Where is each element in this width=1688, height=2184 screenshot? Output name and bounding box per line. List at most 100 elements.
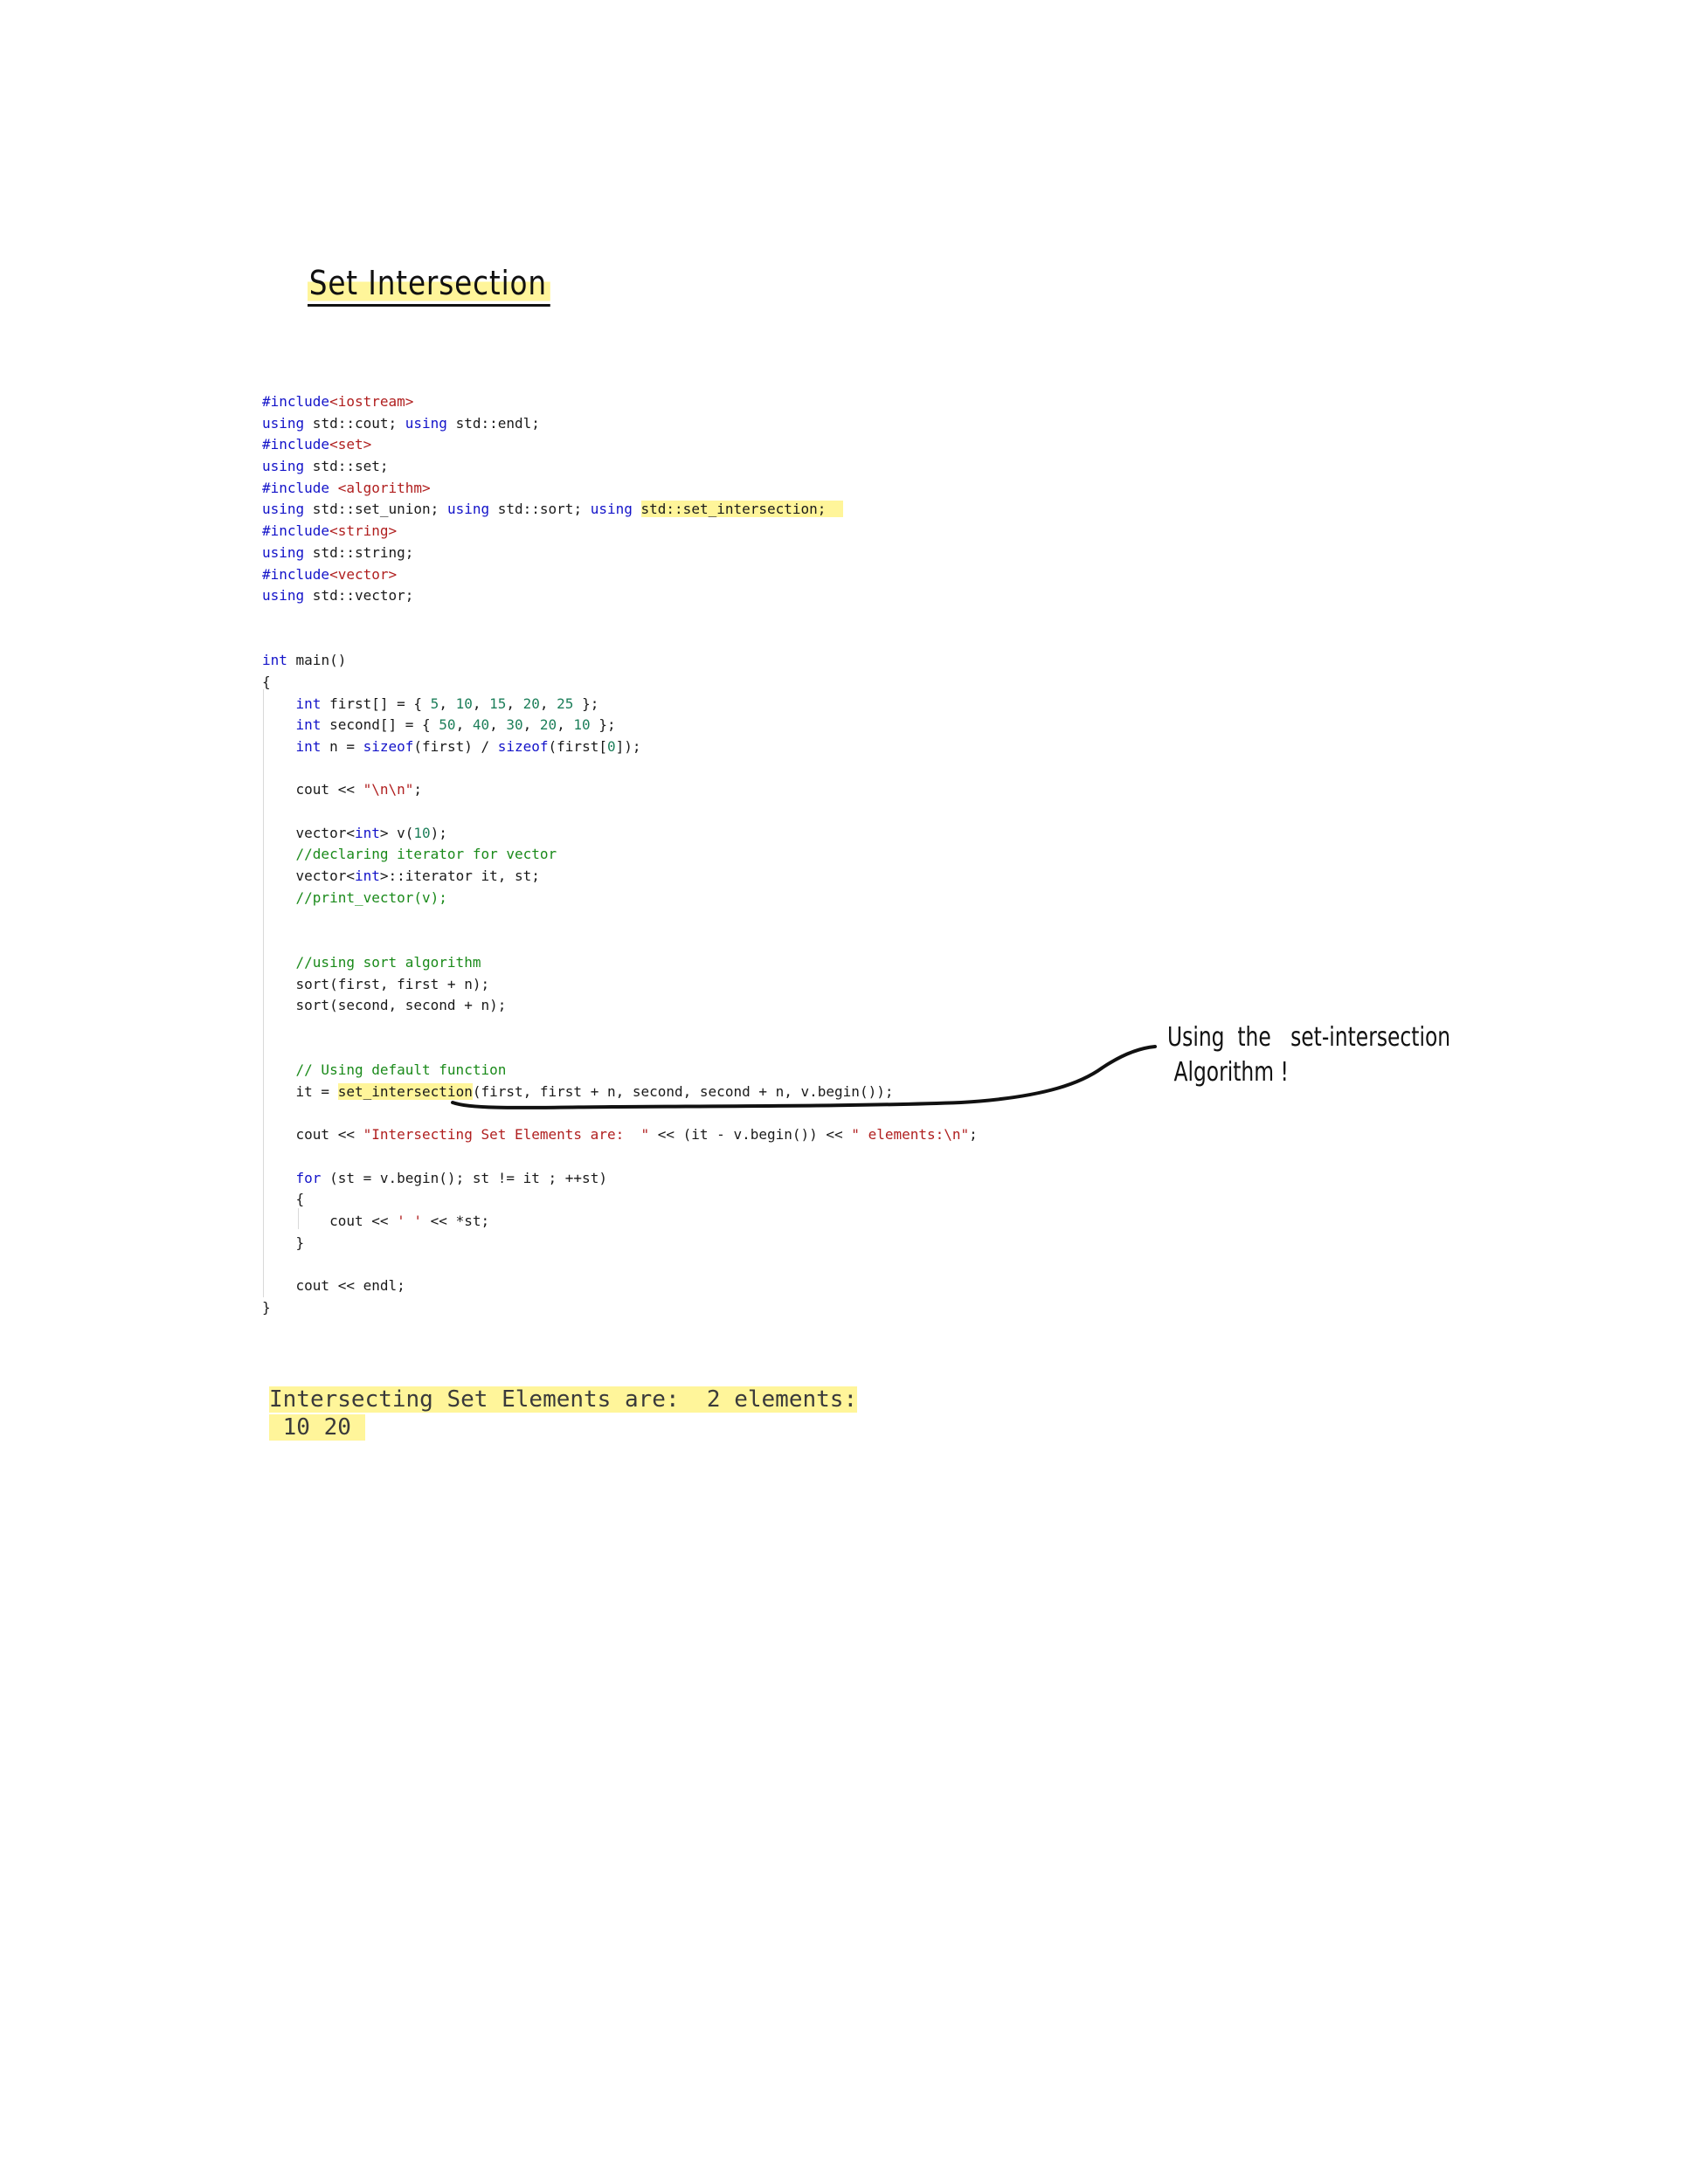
code-keyword: using <box>262 543 305 561</box>
code-text: } <box>262 1298 271 1316</box>
code-text: std::cout; <box>304 414 405 432</box>
code-number: 10 <box>573 716 591 734</box>
code-keyword: #include <box>262 479 330 496</box>
code-text: }; <box>590 716 616 734</box>
code-line: cout << ' ' << *st; <box>262 1211 978 1233</box>
code-line: } <box>262 1297 978 1319</box>
code-line: for (st = v.begin(); st != it ; ++st) <box>262 1168 978 1190</box>
code-line: #include <algorithm> <box>262 478 978 500</box>
code-string: " elements:\n" <box>851 1126 970 1144</box>
code-text: ]); <box>615 738 641 755</box>
code-string: <vector> <box>329 565 398 583</box>
code-text: , <box>489 716 507 734</box>
code-text: cout << <box>262 1213 398 1230</box>
code-line: cout << "Intersecting Set Elements are: … <box>262 1124 978 1146</box>
code-text: ; <box>969 1126 978 1144</box>
code-keyword: sizeof <box>497 738 549 755</box>
code-keyword: using <box>262 458 305 475</box>
code-keyword: #include <box>262 393 330 410</box>
code-text: , <box>539 695 557 712</box>
code-text: ); <box>430 824 447 841</box>
code-line: } <box>262 1233 978 1254</box>
code-text: cout << <box>262 1126 363 1144</box>
code-number: 20 <box>522 695 540 712</box>
code-keyword: using <box>446 501 490 518</box>
code-line: int second[] = { 50, 40, 30, 20, 10 }; <box>262 715 978 736</box>
code-text: (st = v.begin(); st != it ; ++st) <box>321 1169 607 1186</box>
code-line: using std::set_union; using std::sort; u… <box>262 499 978 521</box>
code-keyword: using <box>262 501 305 518</box>
code-number: 5 <box>430 695 439 712</box>
code-text: { <box>262 1191 305 1208</box>
code-number: 50 <box>439 716 456 734</box>
code-line: int first[] = { 5, 10, 15, 20, 25 }; <box>262 694 978 715</box>
code-text: << *st; <box>422 1213 490 1230</box>
code-string: "Intersecting Set Elements are: " <box>363 1126 650 1144</box>
code-keyword: #include <box>262 436 330 453</box>
page-title: Set Intersection <box>308 264 550 307</box>
code-keyword: #include <box>262 565 330 583</box>
code-line: #include<vector> <box>262 564 978 586</box>
code-text: , <box>557 716 574 734</box>
code-text: std::vector; <box>304 587 414 605</box>
code-text: , <box>506 695 523 712</box>
code-line: using std::set; <box>262 456 978 478</box>
indent-guide <box>298 1208 299 1229</box>
code-line: using std::cout; using std::endl; <box>262 413 978 435</box>
code-text: sort(second, second + n); <box>262 997 507 1014</box>
code-comment: //using sort algorithm <box>295 953 481 971</box>
code-line: vector<int> v(10); <box>262 823 978 845</box>
code-keyword: int <box>295 738 322 755</box>
code-comment: //declaring iterator for vector <box>295 846 557 863</box>
code-comment: //print_vector(v); <box>295 888 447 906</box>
code-text: sort(first, first + n); <box>262 975 490 992</box>
code-text: n = <box>321 738 363 755</box>
code-comment: // Using default function <box>295 1061 507 1079</box>
code-text: it = <box>262 1083 338 1100</box>
code-number: 20 <box>539 716 557 734</box>
indent-guide <box>263 689 264 1297</box>
code-text: std::set_union; <box>304 501 447 518</box>
code-line: { <box>262 672 978 694</box>
code-keyword: for <box>295 1169 322 1186</box>
code-highlight: set_intersection <box>337 1083 473 1100</box>
code-line: #include<set> <box>262 434 978 456</box>
output-line: Intersecting Set Elements are: 2 element… <box>269 1386 858 1413</box>
code-text: std::string; <box>304 543 414 561</box>
code-text: (first[ <box>548 738 607 755</box>
code-text: , <box>522 716 540 734</box>
code-keyword: int <box>354 867 380 885</box>
code-keyword: int <box>262 652 287 669</box>
handwritten-note: Using the set-intersection Algorithm ! <box>1167 1020 1450 1090</box>
code-keyword: int <box>354 824 380 841</box>
code-keyword: int <box>295 716 322 734</box>
code-text: > v( <box>379 824 414 841</box>
code-keyword: using <box>590 501 633 518</box>
code-line: { <box>262 1189 978 1211</box>
code-text: vector< <box>262 867 355 885</box>
code-number: 10 <box>455 695 473 712</box>
code-number: 30 <box>506 716 523 734</box>
code-string: "\n\n" <box>363 781 414 798</box>
code-text: first[] = { <box>321 695 431 712</box>
code-text: std::sort; <box>489 501 591 518</box>
code-block: #include<iostream>using std::cout; using… <box>262 391 978 1319</box>
code-line: //print_vector(v); <box>262 888 978 909</box>
code-text: , <box>439 695 456 712</box>
code-string: ' ' <box>397 1213 423 1230</box>
code-text: , <box>455 716 473 734</box>
output-line: 10 20 <box>269 1414 365 1441</box>
code-text: (first, first + n, second, second + n, v… <box>472 1083 894 1100</box>
code-line: //declaring iterator for vector <box>262 844 978 866</box>
code-string: <string> <box>329 522 398 540</box>
code-string: <algorithm> <box>337 479 431 496</box>
code-highlight: std::set_intersection; <box>640 501 843 518</box>
code-text: >::iterator it, st; <box>379 867 540 885</box>
code-line: using std::string; <box>262 543 978 564</box>
code-text: , <box>472 695 490 712</box>
code-number: 0 <box>606 738 616 755</box>
code-line: #include<string> <box>262 521 978 543</box>
code-keyword: using <box>405 414 447 432</box>
code-text: (first) / <box>413 738 498 755</box>
